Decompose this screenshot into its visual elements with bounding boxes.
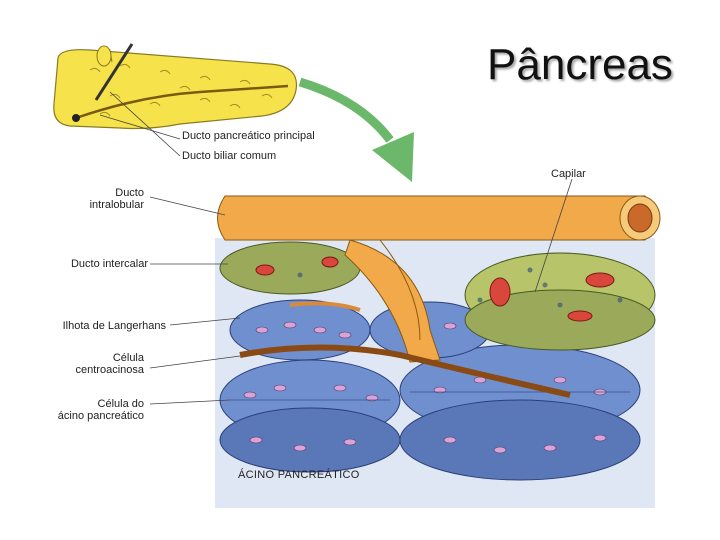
islet-cluster bbox=[219, 241, 656, 351]
label-acino-cell-line2: ácino pancreático bbox=[57, 410, 144, 422]
label-ducto-intralobular-line1: Ducto bbox=[115, 187, 144, 199]
label-capilar: Capilar bbox=[551, 168, 586, 180]
label-ducto-intercalar: Ducto intercalar bbox=[70, 258, 148, 270]
label-ducto-biliar-comum: Ducto biliar comum bbox=[182, 150, 277, 162]
zoom-arrow bbox=[298, 77, 414, 182]
label-centroacinosa-line1: Célula bbox=[112, 352, 144, 364]
label-ducto-pancreatico-principal: Ducto pancreático principal bbox=[182, 130, 315, 142]
duct-system bbox=[217, 195, 661, 398]
pancreas-organ bbox=[53, 43, 298, 130]
label-ilhota-de-langerhans: Ilhota de Langerhans bbox=[62, 320, 166, 332]
acini-clusters bbox=[219, 299, 641, 481]
label-acino-cell-line1: Célula do bbox=[97, 398, 144, 410]
leader-lines bbox=[99, 91, 573, 405]
caption-acino-pancreatico: ÁCINO PANCREÁTICO bbox=[238, 469, 360, 481]
label-centroacinosa-line2: centroacinosa bbox=[75, 364, 145, 376]
page-title: Pâncreas bbox=[487, 40, 673, 89]
label-ducto-intralobular-line2: intralobular bbox=[89, 199, 144, 211]
